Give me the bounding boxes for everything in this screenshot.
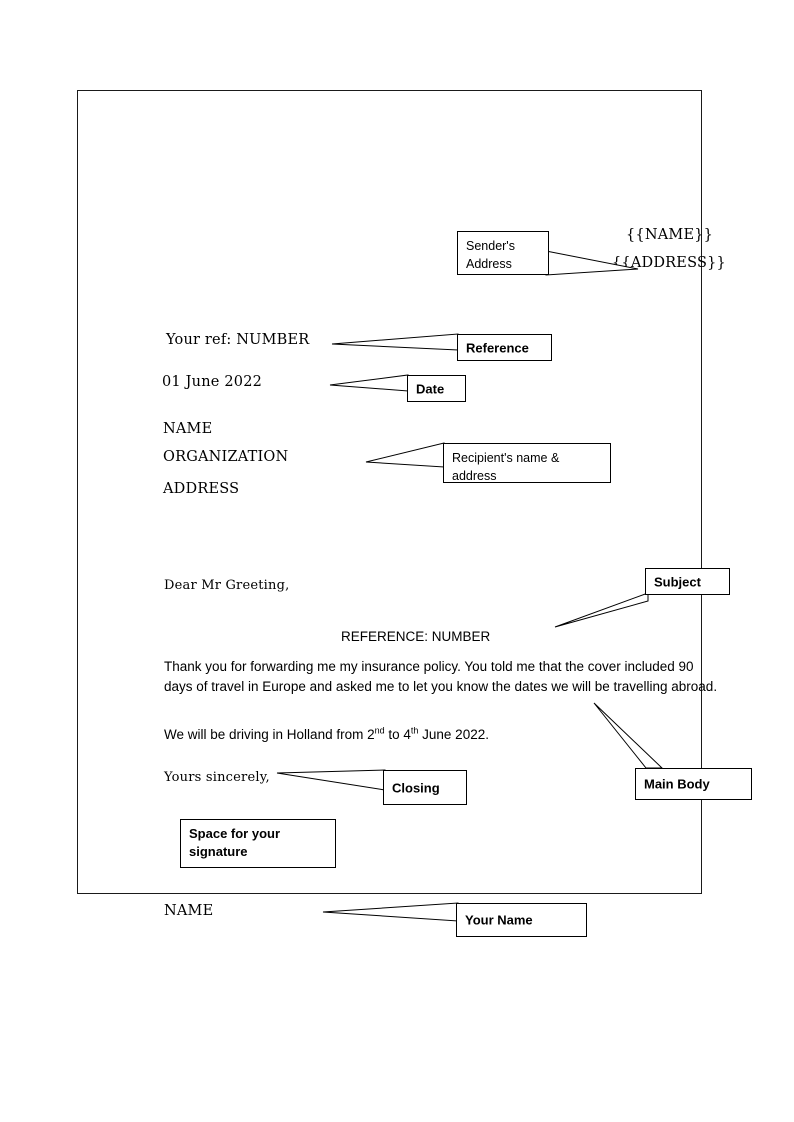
pointer-your-name xyxy=(322,902,459,922)
sender-name-placeholder: {{NAME}} xyxy=(626,227,714,243)
callout-your-name[interactable]: Your Name xyxy=(456,903,587,937)
sender-address-placeholder: {{ADDRESS}} xyxy=(612,255,726,271)
callout-reference[interactable]: Reference xyxy=(457,334,552,361)
body-p2-before: We will be driving in Holland from 2 xyxy=(164,727,375,742)
your-ref-line: Your ref: NUMBER xyxy=(166,332,310,348)
recipient-address: ADDRESS xyxy=(163,481,240,497)
body-paragraph-1: Thank you for forwarding me my insurance… xyxy=(164,659,718,694)
pointer-recipient xyxy=(365,442,445,468)
body-p2-middle: to 4 xyxy=(384,727,411,742)
callout-closing-label: Closing xyxy=(392,780,440,795)
callout-reference-label: Reference xyxy=(466,340,529,355)
pointer-closing xyxy=(276,769,386,791)
body-p2-after: June 2022. xyxy=(418,727,489,742)
pointer-sender-address xyxy=(545,250,639,276)
callout-subject-label: Subject xyxy=(654,574,701,589)
callout-closing[interactable]: Closing xyxy=(383,770,467,805)
callout-main-body[interactable]: Main Body xyxy=(635,768,752,800)
callout-signature-space[interactable]: Space for your signature xyxy=(180,819,336,868)
document-page-border: {{NAME}} {{ADDRESS}} Your ref: NUMBER 01… xyxy=(77,90,752,937)
callout-date-label: Date xyxy=(416,381,445,396)
callout-your-name-label: Your Name xyxy=(465,912,533,928)
letter-date: 01 June 2022 xyxy=(162,374,263,390)
body-paragraph-2: We will be driving in Holland from 2nd t… xyxy=(164,725,624,745)
callout-sender-address[interactable]: Sender's Address xyxy=(457,231,549,275)
callout-main-body-label: Main Body xyxy=(644,776,710,792)
ordinal-suffix-4th: th xyxy=(410,725,419,736)
recipient-organization: ORGANIZATION xyxy=(163,449,289,465)
callout-subject[interactable]: Subject xyxy=(645,568,730,595)
pointer-date xyxy=(329,374,409,392)
closing-line: Yours sincerely, xyxy=(164,770,270,785)
callout-date[interactable]: Date xyxy=(407,375,466,402)
subject-line: REFERENCE: NUMBER xyxy=(341,629,491,644)
callout-signature-space-label: Space for your signature xyxy=(189,826,281,859)
callout-recipient-label: Recipient's name & address xyxy=(452,451,560,483)
pointer-main-body xyxy=(593,702,664,769)
salutation-line: Dear Mr Greeting, xyxy=(164,578,290,593)
pointer-reference xyxy=(331,333,459,351)
signature-name: NAME xyxy=(164,903,214,919)
pointer-subject xyxy=(554,592,649,628)
callout-sender-address-label: Sender's Address xyxy=(466,239,515,271)
ordinal-suffix-2nd: nd xyxy=(374,725,385,736)
callout-recipient[interactable]: Recipient's name & address xyxy=(443,443,611,483)
recipient-name: NAME xyxy=(163,421,213,437)
